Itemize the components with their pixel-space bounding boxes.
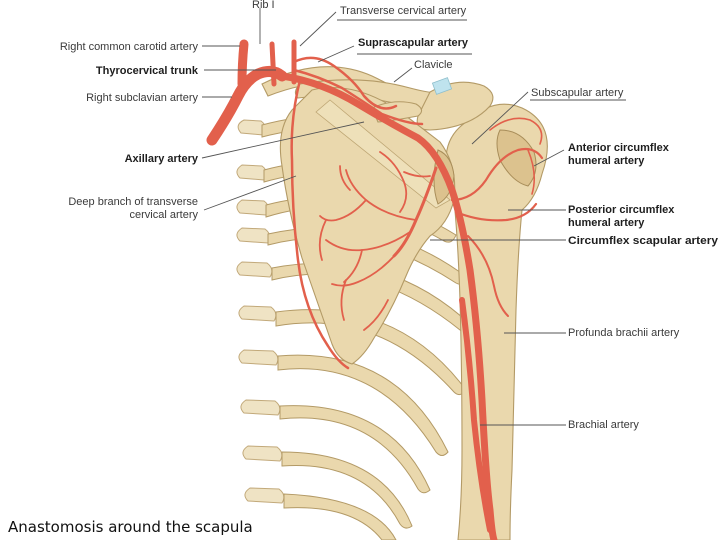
label-transverse-cervical: Transverse cervical artery (340, 5, 467, 17)
brachial-vessel (459, 297, 493, 533)
label-posterior-circumflex-1: Posterior circumflex (568, 204, 675, 216)
figure-caption: Anastomosis around the scapula (6, 518, 255, 536)
label-posterior-circumflex-2: humeral artery (568, 217, 645, 229)
arteries (206, 39, 544, 540)
ac-joint (431, 77, 453, 95)
label-subclavian: Right subclavian artery (86, 92, 198, 104)
label-suprascapular: Suprascapular artery (358, 37, 469, 49)
vertebral-artery (269, 41, 277, 87)
label-profunda-brachii: Profunda brachii artery (568, 327, 680, 339)
label-anterior-circumflex-1: Anterior circumflex (568, 142, 670, 154)
subclavian-artery-course (278, 72, 498, 540)
deep-branch-vessel (290, 78, 350, 370)
humerus (445, 103, 548, 540)
posterior-circumflex-vessel (454, 202, 538, 222)
label-anterior-circumflex-2: humeral artery (568, 155, 645, 167)
label-deep-branch-1: Deep branch of transverse (68, 196, 198, 208)
transverse-cervical-vessel (292, 56, 398, 110)
label-thyrocervical: Thyrocervical trunk (96, 65, 199, 77)
label-deep-branch-2: cervical artery (130, 209, 199, 221)
label-subscapular: Subscapular artery (531, 87, 624, 99)
label-brachial: Brachial artery (568, 419, 639, 431)
profunda-brachii-vessel (467, 235, 509, 317)
sternum-costal-cartilages (236, 119, 285, 504)
humeral-head-vessels (489, 117, 543, 195)
anterior-circumflex-vessel (450, 147, 544, 202)
suprascapular-vessel (292, 68, 424, 126)
scapular-network (318, 151, 431, 331)
labels: Rib I Transverse cervical artery Right c… (60, 0, 719, 431)
label-axillary: Axillary artery (125, 153, 199, 165)
label-circumflex-scapular: Circumflex scapular artery (568, 235, 719, 247)
leader-lines (201, 8, 626, 426)
label-clavicle: Clavicle (414, 59, 453, 71)
label-common-carotid: Right common carotid artery (60, 41, 199, 53)
label-rib1: Rib I (252, 0, 275, 11)
